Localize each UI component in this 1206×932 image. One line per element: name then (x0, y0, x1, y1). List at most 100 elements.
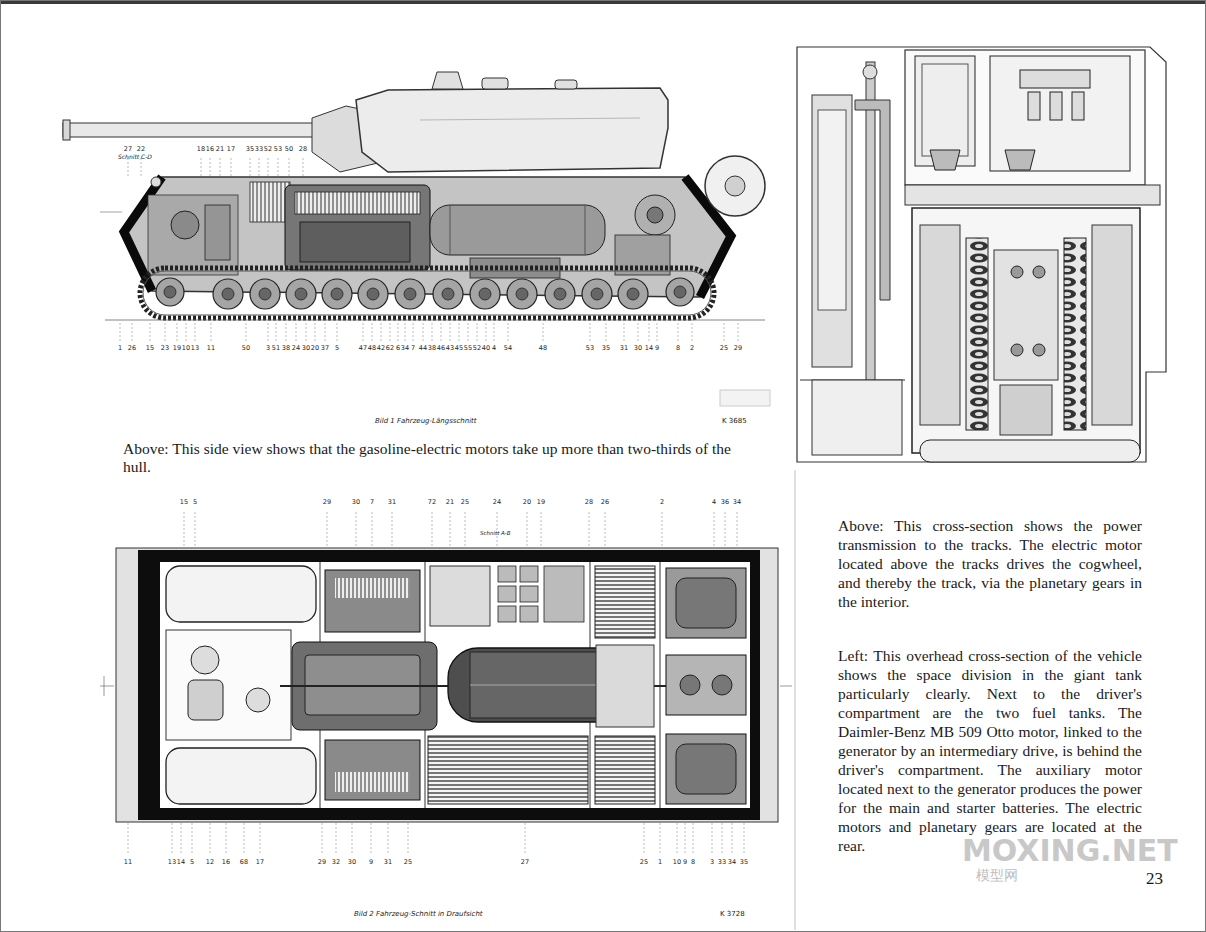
callout-number: 52 (264, 146, 272, 153)
leader-line (322, 823, 323, 855)
drawing-part (160, 562, 750, 808)
callout-number: 22 (137, 146, 145, 153)
leader-line (195, 512, 196, 547)
callout-number: 35 (246, 146, 254, 153)
leader-line (450, 512, 451, 547)
drawing-part (1000, 385, 1052, 435)
watermark: MOXING.NET (962, 836, 1178, 866)
leader-line (278, 158, 279, 176)
callout-number: 28 (299, 146, 307, 153)
leader-line (590, 323, 591, 341)
drawing-part (430, 205, 605, 255)
drawing-part (720, 390, 770, 406)
callout-number: 27 (124, 146, 132, 153)
drawing-part (470, 652, 615, 718)
leader-line (714, 512, 715, 547)
drawing-part (797, 47, 1166, 462)
callout-number: 28 (585, 499, 593, 506)
callout-number: 21 (216, 146, 224, 153)
drawing-part (516, 288, 528, 300)
leader-line (525, 823, 526, 855)
leader-line (685, 823, 686, 855)
callout-number: 48 (368, 345, 376, 352)
callout-number: 26 (128, 345, 136, 352)
drawing-part (105, 320, 765, 321)
leader-line (508, 323, 509, 341)
drawing-part (420, 118, 640, 120)
callout-number: 7 (411, 345, 415, 352)
caption: Above: This cross-section shows the powe… (838, 516, 1142, 611)
figure-code: K 3728 (720, 911, 745, 918)
callout-number: 29 (318, 859, 326, 866)
callout-number: 6 (396, 345, 400, 352)
figure-code: K 3685 (722, 418, 747, 425)
leader-line (662, 512, 663, 547)
drawing-part (812, 380, 902, 455)
leader-line (459, 323, 460, 341)
drawing-part (470, 685, 615, 686)
leader-line (738, 323, 739, 341)
callout-number: 34 (401, 345, 409, 352)
drawing-part (104, 676, 105, 696)
callout-number: 13 (191, 345, 199, 352)
callout-number: 9 (369, 859, 373, 866)
drawing-part (442, 288, 454, 300)
leader-line (589, 512, 590, 547)
drawing-part (705, 156, 765, 216)
callout-number: 44 (419, 345, 427, 352)
callout-number: 27 (521, 859, 529, 866)
leader-line (381, 323, 382, 341)
callout-number: 31 (620, 345, 628, 352)
drawing-part (450, 205, 451, 255)
callout-number: 10 (673, 859, 681, 866)
leader-line (432, 512, 433, 547)
leader-line (246, 323, 247, 341)
callout-number: 54 (504, 345, 512, 352)
leader-line (644, 823, 645, 855)
drawing-part (470, 279, 500, 309)
drawing-part (479, 288, 491, 300)
drawing-part (250, 182, 290, 222)
drawing-part (322, 279, 352, 309)
callout-number: 35 (602, 345, 610, 352)
callout-number: 35 (740, 859, 748, 866)
drawing-part (1072, 92, 1084, 120)
leader-line (192, 823, 193, 855)
drawing-part (164, 286, 176, 298)
drawing-part (666, 734, 746, 804)
callout-number: 14 (177, 859, 185, 866)
leader-line (638, 323, 639, 341)
drawing-part (367, 288, 379, 300)
callout-number: 20 (311, 345, 319, 352)
callout-number: 33 (255, 146, 263, 153)
leader-line (392, 512, 393, 547)
drawing-part (250, 279, 280, 309)
callout-number: 10 (182, 345, 190, 352)
leader-line (289, 158, 290, 176)
leader-line (692, 323, 693, 341)
drawing-part (63, 123, 325, 137)
callout-number: 30 (352, 499, 360, 506)
drawing-part (100, 686, 114, 687)
drawing-part (676, 744, 736, 794)
leader-line (177, 323, 178, 341)
callout-number: 29 (734, 345, 742, 352)
leader-line (390, 323, 391, 341)
leader-line (497, 512, 498, 547)
leader-line (150, 323, 151, 341)
leader-line (184, 512, 185, 547)
drawing-part (166, 566, 316, 622)
leader-line (605, 512, 606, 547)
drawing-part (498, 586, 516, 602)
section-label: Schnitt C-D (118, 154, 152, 160)
drawing-part (990, 56, 1130, 171)
drawing-part (930, 150, 960, 170)
drawing-part (325, 740, 420, 800)
leader-line (165, 323, 166, 341)
callout-number: 16 (206, 146, 214, 153)
drawing-part (164, 286, 686, 300)
callout-number: 15 (180, 499, 188, 506)
callout-number: 3 (710, 859, 714, 866)
drawing-part (905, 50, 1145, 185)
